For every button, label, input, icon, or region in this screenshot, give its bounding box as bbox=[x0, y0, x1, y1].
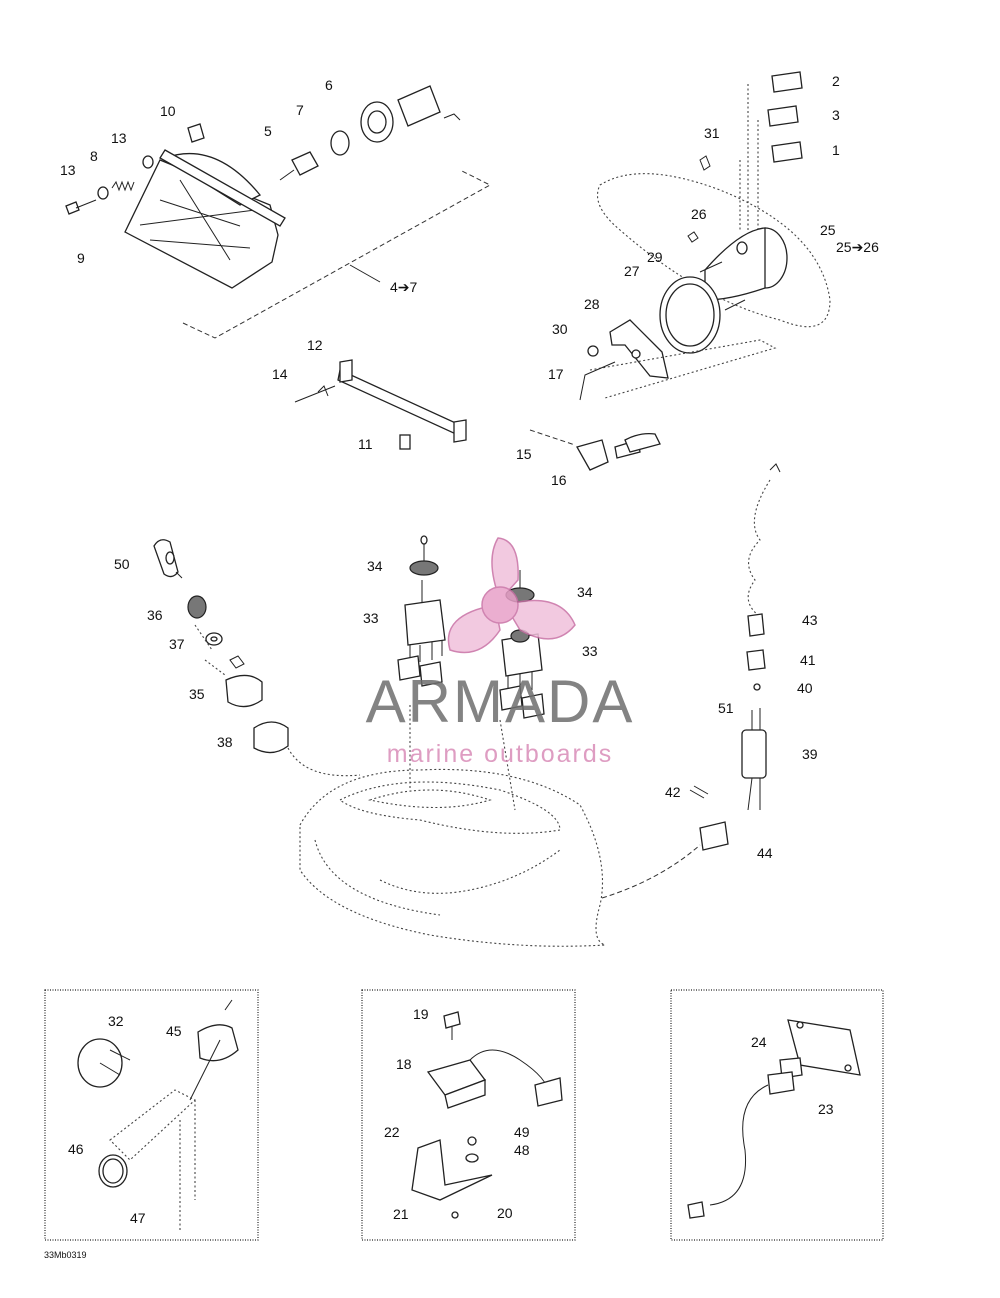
callout-label: 3 bbox=[832, 107, 840, 123]
callout-labels: 1234➔7567891011121313141516172525➔262627… bbox=[60, 73, 879, 1226]
callout-label: 2 bbox=[832, 73, 840, 89]
callout-label: 44 bbox=[757, 845, 773, 861]
callout-label: 51 bbox=[718, 700, 734, 716]
callout-label: 42 bbox=[665, 784, 681, 800]
callout-label: 49 bbox=[514, 1124, 530, 1140]
callout-label: 15 bbox=[516, 446, 532, 462]
callout-label: 31 bbox=[704, 125, 720, 141]
drawing-code: 33Mb0319 bbox=[44, 1250, 87, 1260]
callout-label: 13 bbox=[111, 130, 127, 146]
callout-label: 24 bbox=[751, 1034, 767, 1050]
callout-label: 39 bbox=[802, 746, 818, 762]
callout-label: 46 bbox=[68, 1141, 84, 1157]
headlamp-assembly bbox=[65, 85, 492, 339]
callout-label: 45 bbox=[166, 1023, 182, 1039]
callout-label: 26 bbox=[691, 206, 707, 222]
callout-label: 23 bbox=[818, 1101, 834, 1117]
callout-label: 29 bbox=[647, 249, 663, 265]
callout-label: 12 bbox=[307, 337, 323, 353]
callout-label: 17 bbox=[548, 366, 564, 382]
callout-label: 20 bbox=[497, 1205, 513, 1221]
callout-label: 11 bbox=[358, 436, 373, 452]
callout-label: 13 bbox=[60, 162, 76, 178]
watermark: ARMADA marine outboards bbox=[366, 537, 635, 768]
callout-label: 27 bbox=[624, 263, 640, 279]
harness-assembly bbox=[601, 463, 781, 899]
callout-label: 34 bbox=[367, 558, 383, 574]
callout-label: 14 bbox=[272, 366, 288, 382]
callout-label: 7 bbox=[296, 102, 304, 118]
callout-label: 10 bbox=[160, 103, 176, 119]
inset-sensor bbox=[44, 989, 259, 1241]
callout-label: 36 bbox=[147, 607, 163, 623]
callout-label: 5 bbox=[264, 123, 272, 139]
callout-label: 28 bbox=[584, 296, 600, 312]
callout-label: 6 bbox=[325, 77, 333, 93]
callout-label: 32 bbox=[108, 1013, 124, 1029]
callout-label: 9 bbox=[77, 250, 85, 266]
callout-label: 25➔26 bbox=[836, 239, 879, 255]
callout-label: 38 bbox=[217, 734, 233, 750]
watermark-subtitle: marine outboards bbox=[387, 740, 614, 768]
mount-bracket bbox=[294, 359, 467, 450]
callout-label: 25 bbox=[820, 222, 836, 238]
callout-label: 47 bbox=[130, 1210, 146, 1226]
inset-module bbox=[361, 989, 576, 1241]
callout-label: 18 bbox=[396, 1056, 412, 1072]
callout-label: 43 bbox=[802, 612, 818, 628]
callout-label: 19 bbox=[413, 1006, 429, 1022]
inset-connector bbox=[670, 989, 884, 1241]
callout-label: 37 bbox=[169, 636, 185, 652]
callout-label: 22 bbox=[384, 1124, 400, 1140]
callout-label: 40 bbox=[797, 680, 813, 696]
callout-label: 35 bbox=[189, 686, 205, 702]
propeller-logo bbox=[491, 537, 519, 602]
callout-label: 4➔7 bbox=[390, 279, 418, 295]
callout-label: 1 bbox=[832, 142, 840, 158]
callout-label: 16 bbox=[551, 472, 567, 488]
gauge-assembly bbox=[529, 71, 831, 471]
callout-label: 48 bbox=[514, 1142, 530, 1158]
callout-label: 21 bbox=[393, 1206, 409, 1222]
callout-label: 30 bbox=[552, 321, 568, 337]
callout-label: 34 bbox=[577, 584, 593, 600]
callout-label: 8 bbox=[90, 148, 98, 164]
callout-label: 33 bbox=[363, 610, 379, 626]
callout-label: 33 bbox=[582, 643, 598, 659]
callout-label: 50 bbox=[114, 556, 130, 572]
callout-label: 41 bbox=[800, 652, 816, 668]
watermark-title: ARMADA bbox=[366, 668, 635, 735]
key-switch-assembly bbox=[153, 539, 361, 777]
